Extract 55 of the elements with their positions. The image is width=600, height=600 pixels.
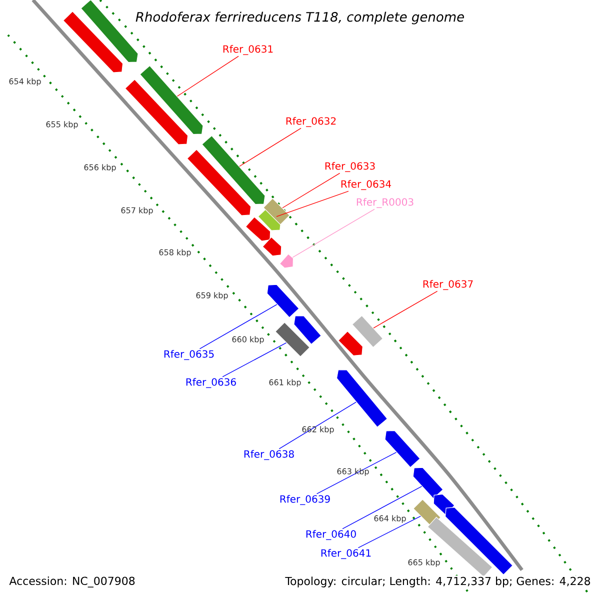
footer-text: Accession: NC_007908: [8, 576, 136, 588]
tick-label: 654 kbp: [9, 78, 41, 86]
gene-bar: [266, 284, 300, 318]
gene-bar: [140, 65, 204, 135]
gene-label: Rfer_0635: [164, 350, 214, 360]
gene-bar: [202, 135, 266, 205]
leader-line: [282, 172, 340, 208]
gene-bar: [279, 254, 294, 268]
gene-label: Rfer_0641: [321, 549, 371, 559]
gene-bar: [384, 430, 420, 468]
gene-block: [352, 315, 384, 348]
leader-line: [199, 304, 278, 350]
gene-bar: [294, 315, 322, 345]
gene-bar: [412, 467, 444, 499]
gene-label: Rfer_R0003: [356, 198, 414, 208]
footer-text: Topology: circular; Length: 4,712,337 bp; Genes: 4,228: [284, 576, 592, 588]
leader-line: [176, 56, 239, 97]
gene-label: Rfer_0636: [186, 378, 236, 388]
leader-line: [292, 208, 375, 258]
gene-bar: [245, 216, 271, 242]
gene-label: Rfer_0633: [325, 162, 375, 172]
tick-label: 664 kbp: [374, 515, 406, 523]
gene-bar: [186, 149, 252, 216]
leader-line: [342, 486, 422, 530]
tick-label: 659 kbp: [196, 292, 228, 300]
gene-bar: [62, 11, 124, 73]
gene-label: Rfer_0638: [244, 450, 294, 460]
leader-line: [276, 190, 349, 217]
leader-line: [222, 342, 287, 378]
leader-line: [278, 402, 356, 450]
leader-line: [239, 128, 302, 167]
gene-label: Rfer_0639: [280, 495, 330, 505]
leader-line: [373, 290, 438, 328]
leader-line: [358, 516, 421, 548]
tick-label: 657 kbp: [121, 207, 153, 215]
tick-label: 655 kbp: [46, 121, 78, 129]
title: Rhodoferax ferrireducens T118, complete genome: [136, 12, 464, 24]
gene-bar: [445, 507, 514, 576]
gene-block: [427, 516, 493, 578]
gene-label: Rfer_0640: [306, 530, 356, 540]
gene-label: Rfer_0631: [223, 45, 273, 55]
tick-label: 663 kbp: [337, 468, 369, 476]
gene-bar: [124, 79, 188, 145]
gene-block: [263, 198, 290, 225]
tick-label: 656 kbp: [84, 164, 116, 172]
gene-label: Rfer_0632: [286, 117, 336, 127]
leader-line: [316, 452, 397, 494]
gene-label: Rfer_0637: [423, 280, 473, 290]
tick-label: 661 kbp: [269, 379, 301, 387]
gene-bar: [336, 370, 388, 428]
tick-label: 660 kbp: [232, 336, 264, 344]
gene-bar: [262, 236, 282, 256]
tick-label: 665 kbp: [408, 559, 440, 567]
gene-label: Rfer_0634: [341, 180, 392, 190]
tick-label: 658 kbp: [159, 249, 191, 257]
